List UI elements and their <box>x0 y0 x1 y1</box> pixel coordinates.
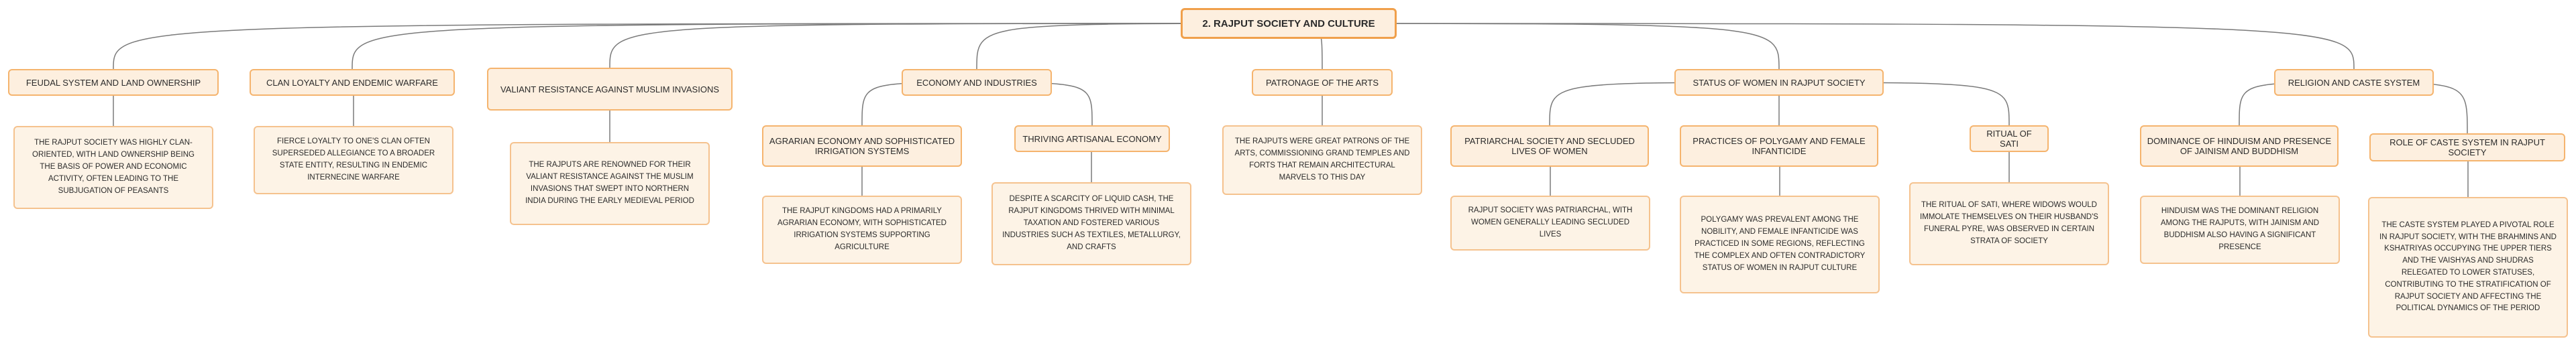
topic-religion-caste-label: RELIGION AND CASTE SYSTEM <box>2288 77 2420 88</box>
topic-patronage-arts[interactable]: PATRONAGE OF THE ARTS <box>1252 69 1393 96</box>
subtopic-agrarian-economy[interactable]: AGRARIAN ECONOMY AND SOPHISTICATED IRRIG… <box>762 125 962 167</box>
subtopic-polygamy[interactable]: PRACTICES OF POLYGAMY AND FEMALE INFANTI… <box>1680 125 1878 167</box>
topic-economy-label: ECONOMY AND INDUSTRIES <box>916 77 1037 88</box>
topic-status-women-label: STATUS OF WOMEN IN RAJPUT SOCIETY <box>1693 77 1866 88</box>
topic-feudal-system[interactable]: FEUDAL SYSTEM AND LAND OWNERSHIP <box>8 69 219 96</box>
detail-ritual-sati-text: THE RITUAL OF SATI, WHERE WIDOWS WOULD I… <box>1920 201 2098 245</box>
detail-patriarchal-society-text: RAJPUT SOCIETY WAS PATRIARCHAL, WITH WOM… <box>1468 206 1633 238</box>
detail-patronage-arts-text: THE RAJPUTS WERE GREAT PATRONS OF THE AR… <box>1234 137 1410 182</box>
detail-polygamy-text: POLYGAMY WAS PREVALENT AMONG THE NOBILIT… <box>1694 216 1866 272</box>
connector-root-node-to-topic-religion-caste <box>1288 23 2355 70</box>
subtopic-artisanal-economy[interactable]: THRIVING ARTISANAL ECONOMY <box>1014 125 1170 152</box>
subtopic-caste-role-label: ROLE OF CASTE SYSTEM IN RAJPUT SOCIETY <box>2390 137 2545 157</box>
detail-polygamy: POLYGAMY WAS PREVALENT AMONG THE NOBILIT… <box>1680 196 1880 293</box>
connector-root-node-to-topic-feudal-system <box>113 23 1289 70</box>
subtopic-ritual-sati[interactable]: RITUAL OF SATI <box>1970 125 2049 152</box>
root-title: 2. RAJPUT SOCIETY AND CULTURE <box>1202 17 1375 29</box>
topic-clan-loyalty-label: CLAN LOYALTY AND ENDEMIC WARFARE <box>266 77 438 88</box>
detail-artisanal-economy-text: DESPITE A SCARCITY OF LIQUID CASH, THE R… <box>1002 195 1181 251</box>
detail-patronage-arts: THE RAJPUTS WERE GREAT PATRONS OF THE AR… <box>1222 125 1422 195</box>
detail-feudal-system: THE RAJPUT SOCIETY WAS HIGHLY CLAN-ORIEN… <box>13 126 213 209</box>
detail-clan-loyalty: FIERCE LOYALTY TO ONE'S CLAN OFTEN SUPER… <box>254 126 453 194</box>
detail-ritual-sati: THE RITUAL OF SATI, WHERE WIDOWS WOULD I… <box>1909 182 2109 265</box>
topic-status-women[interactable]: STATUS OF WOMEN IN RAJPUT SOCIETY <box>1674 69 1884 96</box>
root-node[interactable]: 2. RAJPUT SOCIETY AND CULTURE <box>1181 8 1397 39</box>
detail-patriarchal-society: RAJPUT SOCIETY WAS PATRIARCHAL, WITH WOM… <box>1450 196 1650 251</box>
detail-valiant-resistance: THE RAJPUTS ARE RENOWNED FOR THEIR VALIA… <box>510 142 710 225</box>
connector-root-node-to-topic-economy <box>976 23 1289 70</box>
detail-hinduism-text: HINDUISM WAS THE DOMINANT RELIGION AMONG… <box>2160 207 2320 251</box>
detail-clan-loyalty-text: FIERCE LOYALTY TO ONE'S CLAN OFTEN SUPER… <box>272 137 435 182</box>
subtopic-agrarian-economy-label: AGRARIAN ECONOMY AND SOPHISTICATED IRRIG… <box>769 136 955 156</box>
subtopic-hinduism[interactable]: DOMINANCE OF HINDUISM AND PRESENCE OF JA… <box>2140 125 2339 167</box>
topic-clan-loyalty[interactable]: CLAN LOYALTY AND ENDEMIC WARFARE <box>250 69 455 96</box>
topic-feudal-system-label: FEUDAL SYSTEM AND LAND OWNERSHIP <box>25 77 201 88</box>
subtopic-hinduism-label: DOMINANCE OF HINDUISM AND PRESENCE OF JA… <box>2147 136 2332 156</box>
connector-root-node-to-topic-clan-loyalty <box>352 23 1289 70</box>
topic-economy[interactable]: ECONOMY AND INDUSTRIES <box>902 69 1052 96</box>
subtopic-caste-role[interactable]: ROLE OF CASTE SYSTEM IN RAJPUT SOCIETY <box>2369 133 2565 161</box>
detail-caste-role-text: THE CASTE SYSTEM PLAYED A PIVOTAL ROLE I… <box>2379 220 2557 313</box>
topic-religion-caste[interactable]: RELIGION AND CASTE SYSTEM <box>2274 69 2434 96</box>
subtopic-artisanal-economy-label: THRIVING ARTISANAL ECONOMY <box>1022 133 1162 144</box>
topic-patronage-arts-label: PATRONAGE OF THE ARTS <box>1265 77 1379 88</box>
topic-valiant-resistance-label: VALIANT RESISTANCE AGAINST MUSLIM INVASI… <box>500 84 720 94</box>
detail-caste-role: THE CASTE SYSTEM PLAYED A PIVOTAL ROLE I… <box>2368 197 2568 338</box>
subtopic-polygamy-label: PRACTICES OF POLYGAMY AND FEMALE INFANTI… <box>1693 136 1866 156</box>
detail-agrarian-economy-text: THE RAJPUT KINGDOMS HAD A PRIMARILY AGRA… <box>777 207 947 251</box>
detail-artisanal-economy: DESPITE A SCARCITY OF LIQUID CASH, THE R… <box>991 182 1191 265</box>
subtopic-patriarchal-society-label: PATRIARCHAL SOCIETY AND SECLUDED LIVES O… <box>1464 136 1635 156</box>
detail-valiant-resistance-text: THE RAJPUTS ARE RENOWNED FOR THEIR VALIA… <box>525 161 694 205</box>
detail-agrarian-economy: THE RAJPUT KINGDOMS HAD A PRIMARILY AGRA… <box>762 196 962 264</box>
detail-hinduism: HINDUISM WAS THE DOMINANT RELIGION AMONG… <box>2140 196 2340 264</box>
connector-root-node-to-topic-valiant-resistance <box>609 23 1289 68</box>
detail-feudal-system-text: THE RAJPUT SOCIETY WAS HIGHLY CLAN-ORIEN… <box>32 139 195 195</box>
topic-valiant-resistance[interactable]: VALIANT RESISTANCE AGAINST MUSLIM INVASI… <box>487 68 733 111</box>
subtopic-ritual-sati-label: RITUAL OF SATI <box>1986 129 2032 149</box>
subtopic-patriarchal-society[interactable]: PATRIARCHAL SOCIETY AND SECLUDED LIVES O… <box>1450 125 1649 167</box>
